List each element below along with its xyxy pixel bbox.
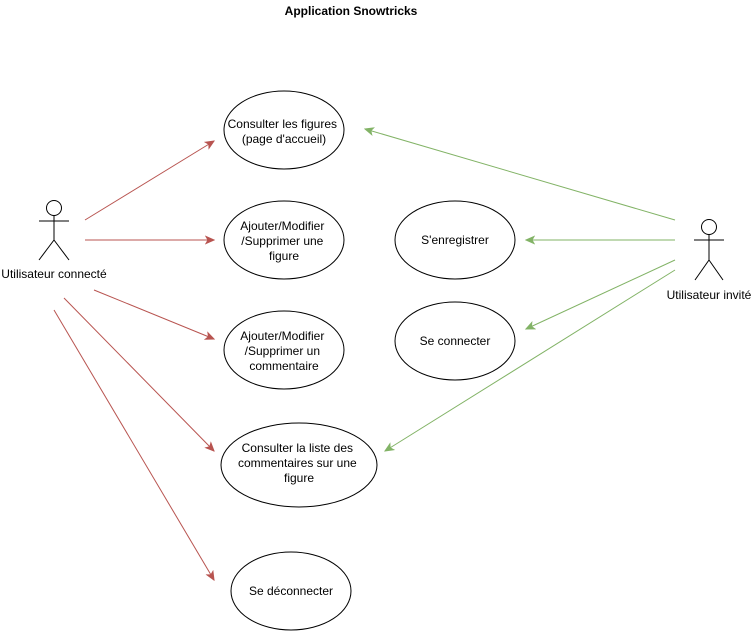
guest-user-associations — [365, 129, 676, 451]
actor-label-connecte: Utilisateur connecté — [1, 267, 107, 281]
usecase-ajouter-commentaire[interactable]: Ajouter/Modifier /Supprimer un commentai… — [223, 310, 345, 390]
actor-label-invite: Utilisateur invité — [667, 288, 752, 302]
usecase-label-line: Se déconnecter — [249, 584, 333, 598]
usecase-label-line: /Supprimer une — [241, 234, 323, 248]
usecase-label-line: Consulter les figures — [228, 117, 337, 131]
svg-text:Consulter la liste des c: Consulter la liste des commentaires sur … — [238, 441, 360, 485]
usecase-label-line: S'enregistrer — [421, 233, 489, 247]
diagram-title: Application Snowtricks — [285, 4, 418, 18]
svg-text:S'enregistrer: S'enregistrer — [421, 233, 489, 247]
connected-user-associations — [53, 141, 214, 580]
actor-utilisateur-connecte[interactable]: Utilisateur connecté — [1, 200, 107, 282]
usecase-label-line: figure — [284, 471, 314, 485]
actor-utilisateur-invite[interactable]: Utilisateur invité — [667, 219, 752, 303]
usecase-label-line: Se connecter — [420, 334, 491, 348]
usecase-label-line: figure — [269, 249, 299, 263]
arrow-to-consulter-commentaires-guest — [385, 269, 676, 451]
actor-head — [46, 200, 62, 216]
usecase-label-line: commentaire — [249, 359, 319, 373]
arrow-to-consulter-commentaires — [63, 297, 214, 451]
usecase-label-line: commentaires sur une — [238, 456, 357, 470]
usecase-ajouter-figure[interactable]: Ajouter/Modifier /Supprimer une figure — [223, 200, 345, 280]
svg-text:Se connecter: Se connecter — [420, 334, 491, 348]
usecase-label-line: Ajouter/Modifier — [240, 329, 324, 343]
actor-head — [701, 219, 717, 235]
usecase-label-line: (page d'accueil) — [242, 132, 326, 146]
usecase-consulter-figures[interactable]: Consulter les figures (page d'accueil) — [223, 90, 345, 170]
usecase-se-deconnecter[interactable]: Se déconnecter — [230, 551, 352, 631]
usecase-label-line: Consulter la liste des — [242, 441, 353, 455]
svg-text:Consulter les figures (p: Consulter les figures (page d'accueil) — [228, 117, 341, 146]
svg-text:Ajouter/Modifier /Suppri: Ajouter/Modifier /Supprimer une figure — [240, 219, 327, 263]
usecase-label-line: Ajouter/Modifier — [240, 219, 324, 233]
usecase-consulter-commentaires[interactable]: Consulter la liste des commentaires sur … — [220, 422, 378, 508]
arrow-to-consulter-figures — [84, 141, 214, 221]
svg-text:Ajouter/Modifier /Suppri: Ajouter/Modifier /Supprimer un commentai… — [240, 329, 327, 373]
svg-text:Se déconnecter: Se déconnecter — [249, 584, 333, 598]
usecase-label-line: /Supprimer un — [245, 344, 320, 358]
arrow-to-se-deconnecter — [53, 309, 214, 580]
arrow-to-consulter-figures-guest — [365, 129, 676, 221]
arrow-to-ajouter-commentaire — [93, 289, 214, 339]
usecase-s-enregistrer[interactable]: S'enregistrer — [394, 200, 516, 280]
usecase-se-connecter[interactable]: Se connecter — [394, 301, 516, 381]
arrow-to-se-connecter — [526, 259, 676, 329]
